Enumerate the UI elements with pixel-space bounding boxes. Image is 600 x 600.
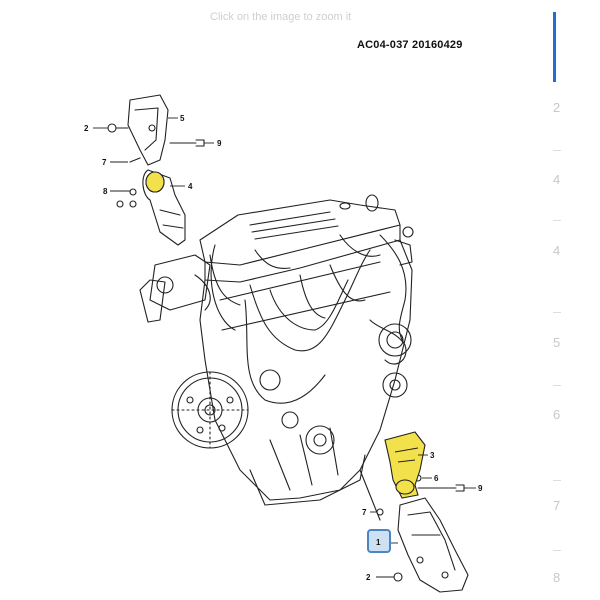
rail-number[interactable]: 6 — [553, 407, 561, 422]
highlighted-mount-part-3 — [384, 431, 426, 499]
callout-4[interactable]: 4 — [188, 182, 193, 191]
zoom-hint: Click on the image to zoom it — [210, 11, 352, 23]
callout-2-upper[interactable]: 2 — [84, 124, 89, 133]
rail-divider — [553, 312, 561, 313]
callout-7-upper[interactable]: 7 — [102, 158, 107, 167]
rail-divider — [553, 550, 561, 551]
engine-assembly — [139, 194, 414, 521]
rail-number[interactable]: 2 — [553, 100, 561, 115]
thumbnail-rail-indicator — [553, 12, 556, 82]
selected-part-1-box[interactable] — [367, 529, 391, 553]
highlighted-mount-part-4 — [145, 171, 165, 193]
callout-3[interactable]: 3 — [430, 451, 435, 460]
rail-number[interactable]: 8 — [553, 570, 561, 585]
rail-divider — [553, 220, 561, 221]
callout-8[interactable]: 8 — [103, 187, 108, 196]
callout-2-lower[interactable]: 2 — [366, 573, 371, 582]
callout-9-lower[interactable]: 9 — [478, 484, 483, 493]
callout-7-lower[interactable]: 7 — [362, 508, 367, 517]
diagram-code: AC04-037 20160429 — [357, 39, 463, 51]
callout-6[interactable]: 6 — [434, 474, 439, 483]
rail-number[interactable]: 7 — [553, 498, 561, 513]
callout-9-upper[interactable]: 9 — [217, 139, 222, 148]
rail-number[interactable]: 5 — [553, 335, 561, 350]
upper-engine-mount-assembly — [107, 94, 205, 246]
callout-5[interactable]: 5 — [180, 114, 185, 123]
rail-divider — [553, 150, 561, 151]
rail-number[interactable]: 4 — [553, 172, 561, 187]
callout-1[interactable]: 1 — [376, 538, 381, 547]
rail-divider — [553, 480, 561, 481]
rail-divider — [553, 385, 561, 386]
lower-engine-mount-assembly — [376, 474, 469, 593]
rail-number[interactable]: 4 — [553, 243, 561, 258]
callout-leaders — [93, 117, 476, 578]
